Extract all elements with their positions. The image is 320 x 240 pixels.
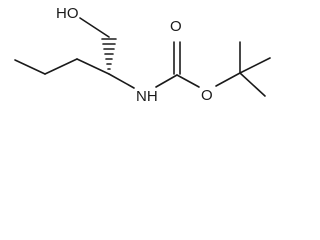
bond-carbonyl-ether (176, 74, 200, 88)
bond-stereocenter-amine (108, 73, 135, 89)
carbonyl-oxygen-label: O (170, 18, 182, 35)
bond-methyl-ethyl (14, 59, 46, 75)
bond-tertbutyl-methyl-right (239, 57, 271, 74)
bond-ethyl-propyl (44, 58, 78, 75)
bond-tertbutyl-methyl-bottom (239, 72, 266, 97)
bond-amine-carbonyl (155, 74, 178, 88)
bond-propyl-stereocenter (76, 58, 110, 75)
bond-ether-tertbutyl (215, 72, 241, 87)
amine-label: NH (136, 88, 158, 105)
ether-oxygen-label: O (201, 87, 213, 104)
hashed-wedge-bond (101, 38, 117, 70)
chemical-structure-diagram: HO NH O O (14, 5, 271, 105)
bond-ch2-hydroxyl (79, 17, 110, 38)
hydroxyl-label: HO (56, 5, 79, 22)
